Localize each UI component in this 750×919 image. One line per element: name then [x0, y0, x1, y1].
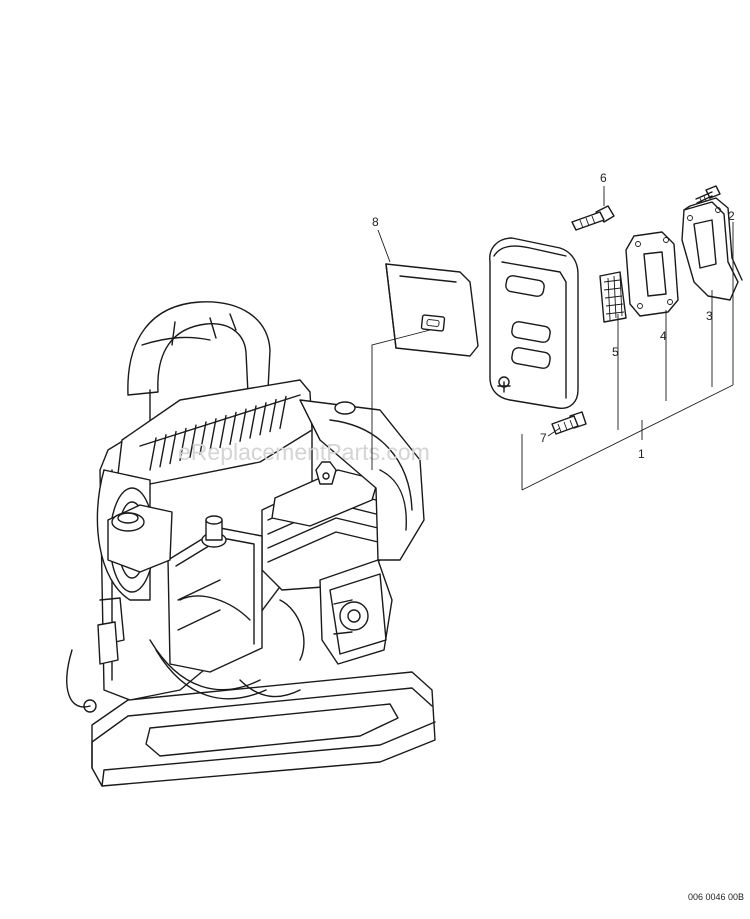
callout-3: 3: [706, 309, 713, 323]
part-5-spark-screen: [599, 271, 627, 323]
cylinder-head: [261, 461, 381, 591]
part-1-muffler: [489, 237, 579, 409]
cooling-fin: [239, 408, 247, 442]
cooling-fin: [269, 398, 277, 433]
watermark-text: eReplacementParts.com: [178, 439, 430, 465]
fuel-lines: [149, 595, 305, 700]
callout-5: 5: [612, 345, 619, 359]
part-6-bolt: [571, 205, 615, 231]
crankcase: [319, 559, 393, 665]
leader-lines: [371, 186, 734, 491]
callout-2: 2: [728, 209, 735, 223]
cooling-fin: [219, 414, 227, 449]
callout-6: 6: [600, 171, 607, 185]
cooling-fin: [199, 421, 207, 455]
engine-assembly-drawing: [66, 301, 436, 787]
fuel-tank: [107, 504, 173, 573]
cooling-fin: [159, 434, 167, 468]
base-frame: [91, 671, 436, 787]
blower-shroud: [299, 399, 425, 561]
cooling-fin: [149, 437, 157, 471]
part-4-gasket-plate: [625, 231, 679, 317]
part-7-bolt: [551, 411, 587, 435]
part-2-bolt: [695, 185, 721, 204]
cooling-fin: [209, 418, 217, 452]
cooling-fin: [249, 405, 257, 439]
callout-1: 1: [638, 447, 645, 461]
cooling-fin: [179, 427, 187, 462]
part-8-gasket: [385, 263, 479, 357]
callout-7: 7: [540, 431, 547, 445]
cooling-fin: [229, 411, 237, 446]
cooling-fin: [279, 395, 287, 430]
reference-code: 006 0046 00B: [688, 892, 744, 902]
callout-4: 4: [660, 329, 667, 343]
cooling-fin: [169, 430, 177, 465]
air-cleaner: [167, 515, 263, 673]
callout-8: 8: [372, 215, 379, 229]
cooling-fin: [259, 402, 267, 436]
callout-labels: 1 2 3 4 5 6 7 8: [372, 171, 735, 461]
part-3-heat-shield: [681, 197, 743, 301]
cooling-fin: [189, 424, 197, 458]
